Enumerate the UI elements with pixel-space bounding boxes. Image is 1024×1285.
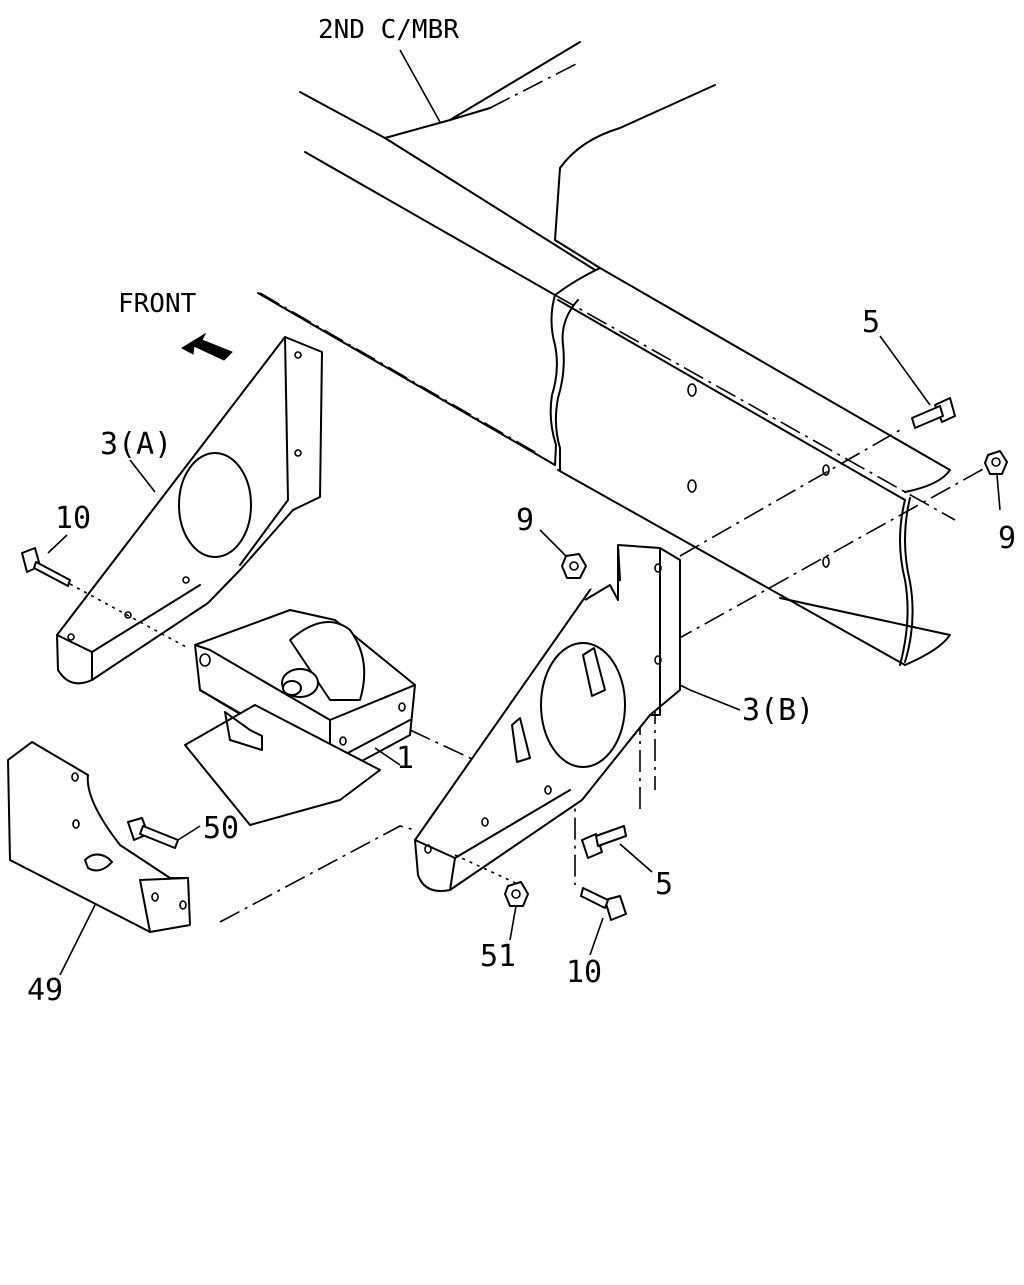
nut-middle-label: 9 — [516, 503, 534, 538]
leader-lines — [47, 49, 1001, 976]
cover-label: 49 — [27, 973, 63, 1008]
bolt-lower-right-label: 5 — [655, 867, 673, 902]
bracket-a-label: 3(A) — [100, 427, 172, 462]
bracket-a — [56, 336, 323, 685]
bearing-label: 1 — [396, 741, 414, 776]
nut-9-middle — [561, 553, 587, 579]
nut-9-right — [984, 450, 1008, 475]
nut-right-label: 9 — [998, 521, 1016, 556]
bolt-left-label: 10 — [55, 501, 91, 536]
bracket-b-label: 3(B) — [742, 693, 814, 728]
cross-member — [257, 41, 951, 666]
bolt-10-bottom — [580, 887, 627, 921]
bolt-bottom-label: 10 — [566, 955, 602, 990]
bracket-b — [414, 544, 681, 892]
front-label: FRONT — [118, 289, 197, 319]
bolt-50 — [127, 817, 179, 849]
nut-bottom-label: 51 — [480, 939, 516, 974]
cover-bolt-label: 50 — [203, 811, 239, 846]
bolt-10-left — [21, 547, 71, 587]
cover-plate — [7, 741, 191, 933]
front-arrow — [180, 332, 233, 361]
cross-member-label: 2ND C/MBR — [318, 15, 459, 45]
center-lines — [219, 61, 986, 923]
center-bearing — [184, 609, 416, 826]
bolt-5-top — [911, 397, 956, 429]
nut-51 — [504, 881, 529, 907]
bolt-5-lower — [581, 825, 627, 859]
bolt-top-right-label: 5 — [862, 305, 880, 340]
